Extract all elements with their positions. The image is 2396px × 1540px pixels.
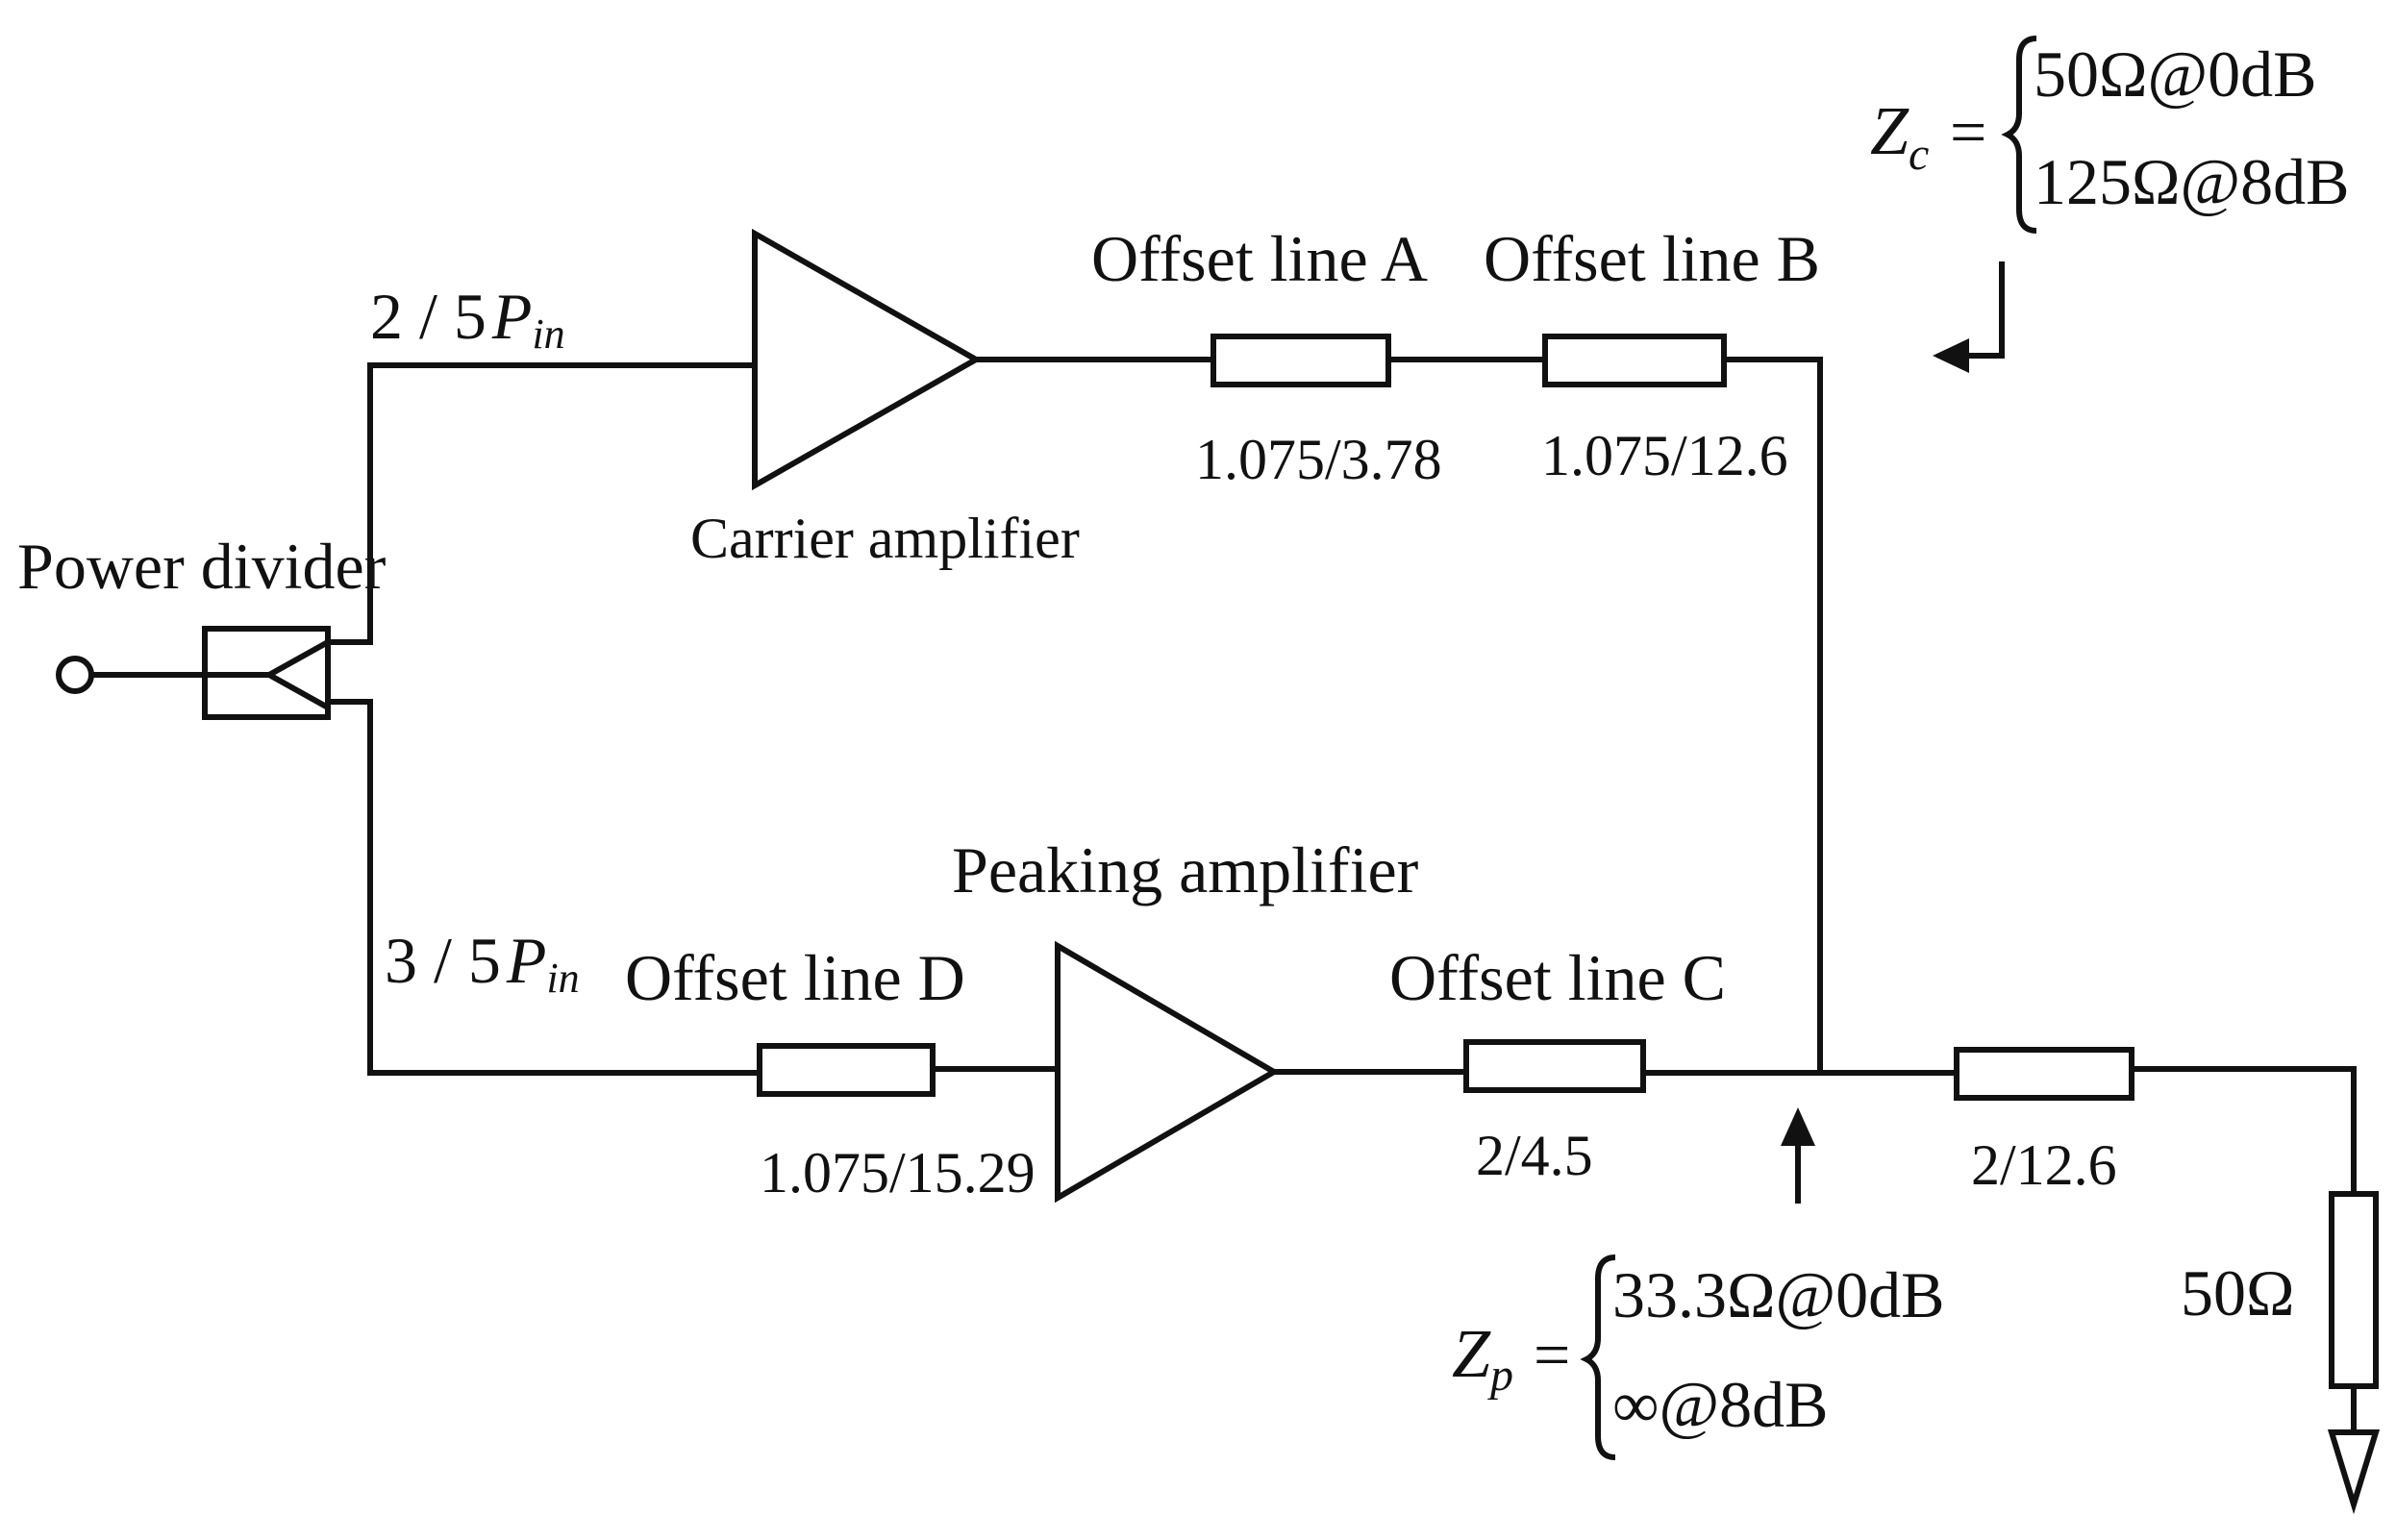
output-line <box>1954 1047 2134 1101</box>
peaking-amplifier-label: Peaking amplifier <box>952 833 1419 907</box>
zc-arrow <box>1957 261 2005 359</box>
load-label: 50Ω <box>2181 1256 2295 1329</box>
offset-line-d <box>757 1043 936 1097</box>
zc-annotation: Zc = 50Ω@0dB 125Ω@8dB <box>1870 36 2350 373</box>
power-divider <box>202 626 331 720</box>
offset-line-c-label: Offset line C <box>1389 941 1726 1014</box>
svg-text:=: = <box>1534 1318 1570 1391</box>
zp-case-0db: 33.3Ω@0dB <box>1612 1258 1945 1331</box>
offset-line-b-value: 1.075/12.6 <box>1541 424 1788 487</box>
zp-arrow <box>1781 1107 1815 1146</box>
carrier-input-power-label: 2 / 5Pin <box>370 280 565 358</box>
zp-case-8db: ∞@8dB <box>1612 1368 1828 1441</box>
offset-line-b <box>1542 334 1727 387</box>
input-port <box>56 656 205 694</box>
zp-annotation: Zp = 33.3Ω@0dB ∞@8dB <box>1452 1107 1945 1460</box>
output-line-value: 2/12.6 <box>1971 1133 2117 1197</box>
peaking-input-power-label: 3 / 5Pin <box>385 924 580 1002</box>
carrier-amplifier-label: Carrier amplifier <box>690 507 1080 570</box>
zc-case-8db: 125Ω@8dB <box>2034 145 2350 218</box>
load-resistor <box>2329 1191 2379 1389</box>
svg-text:=: = <box>1950 95 1986 168</box>
peaking-amplifier <box>1055 940 1280 1204</box>
offset-line-d-value: 1.075/15.29 <box>760 1141 1036 1205</box>
svg-text:Zp: Zp <box>1452 1315 1513 1401</box>
divider-wiring <box>328 362 760 1076</box>
offset-line-b-label: Offset line B <box>1484 222 1820 295</box>
power-divider-label: Power divider <box>17 530 387 603</box>
offset-line-a-label: Offset line A <box>1091 222 1428 295</box>
zc-case-0db: 50Ω@0dB <box>2034 37 2317 111</box>
svg-text:Zc: Zc <box>1870 92 1929 180</box>
offset-line-c-value: 2/4.5 <box>1476 1124 1593 1187</box>
carrier-amplifier <box>752 228 983 491</box>
offset-line-c <box>1463 1039 1646 1093</box>
offset-line-d-label: Offset line D <box>625 941 965 1014</box>
offset-line-a-value: 1.075/3.78 <box>1195 428 1442 491</box>
ground-symbol <box>2327 1429 2381 1515</box>
offset-line-a <box>1210 334 1391 387</box>
